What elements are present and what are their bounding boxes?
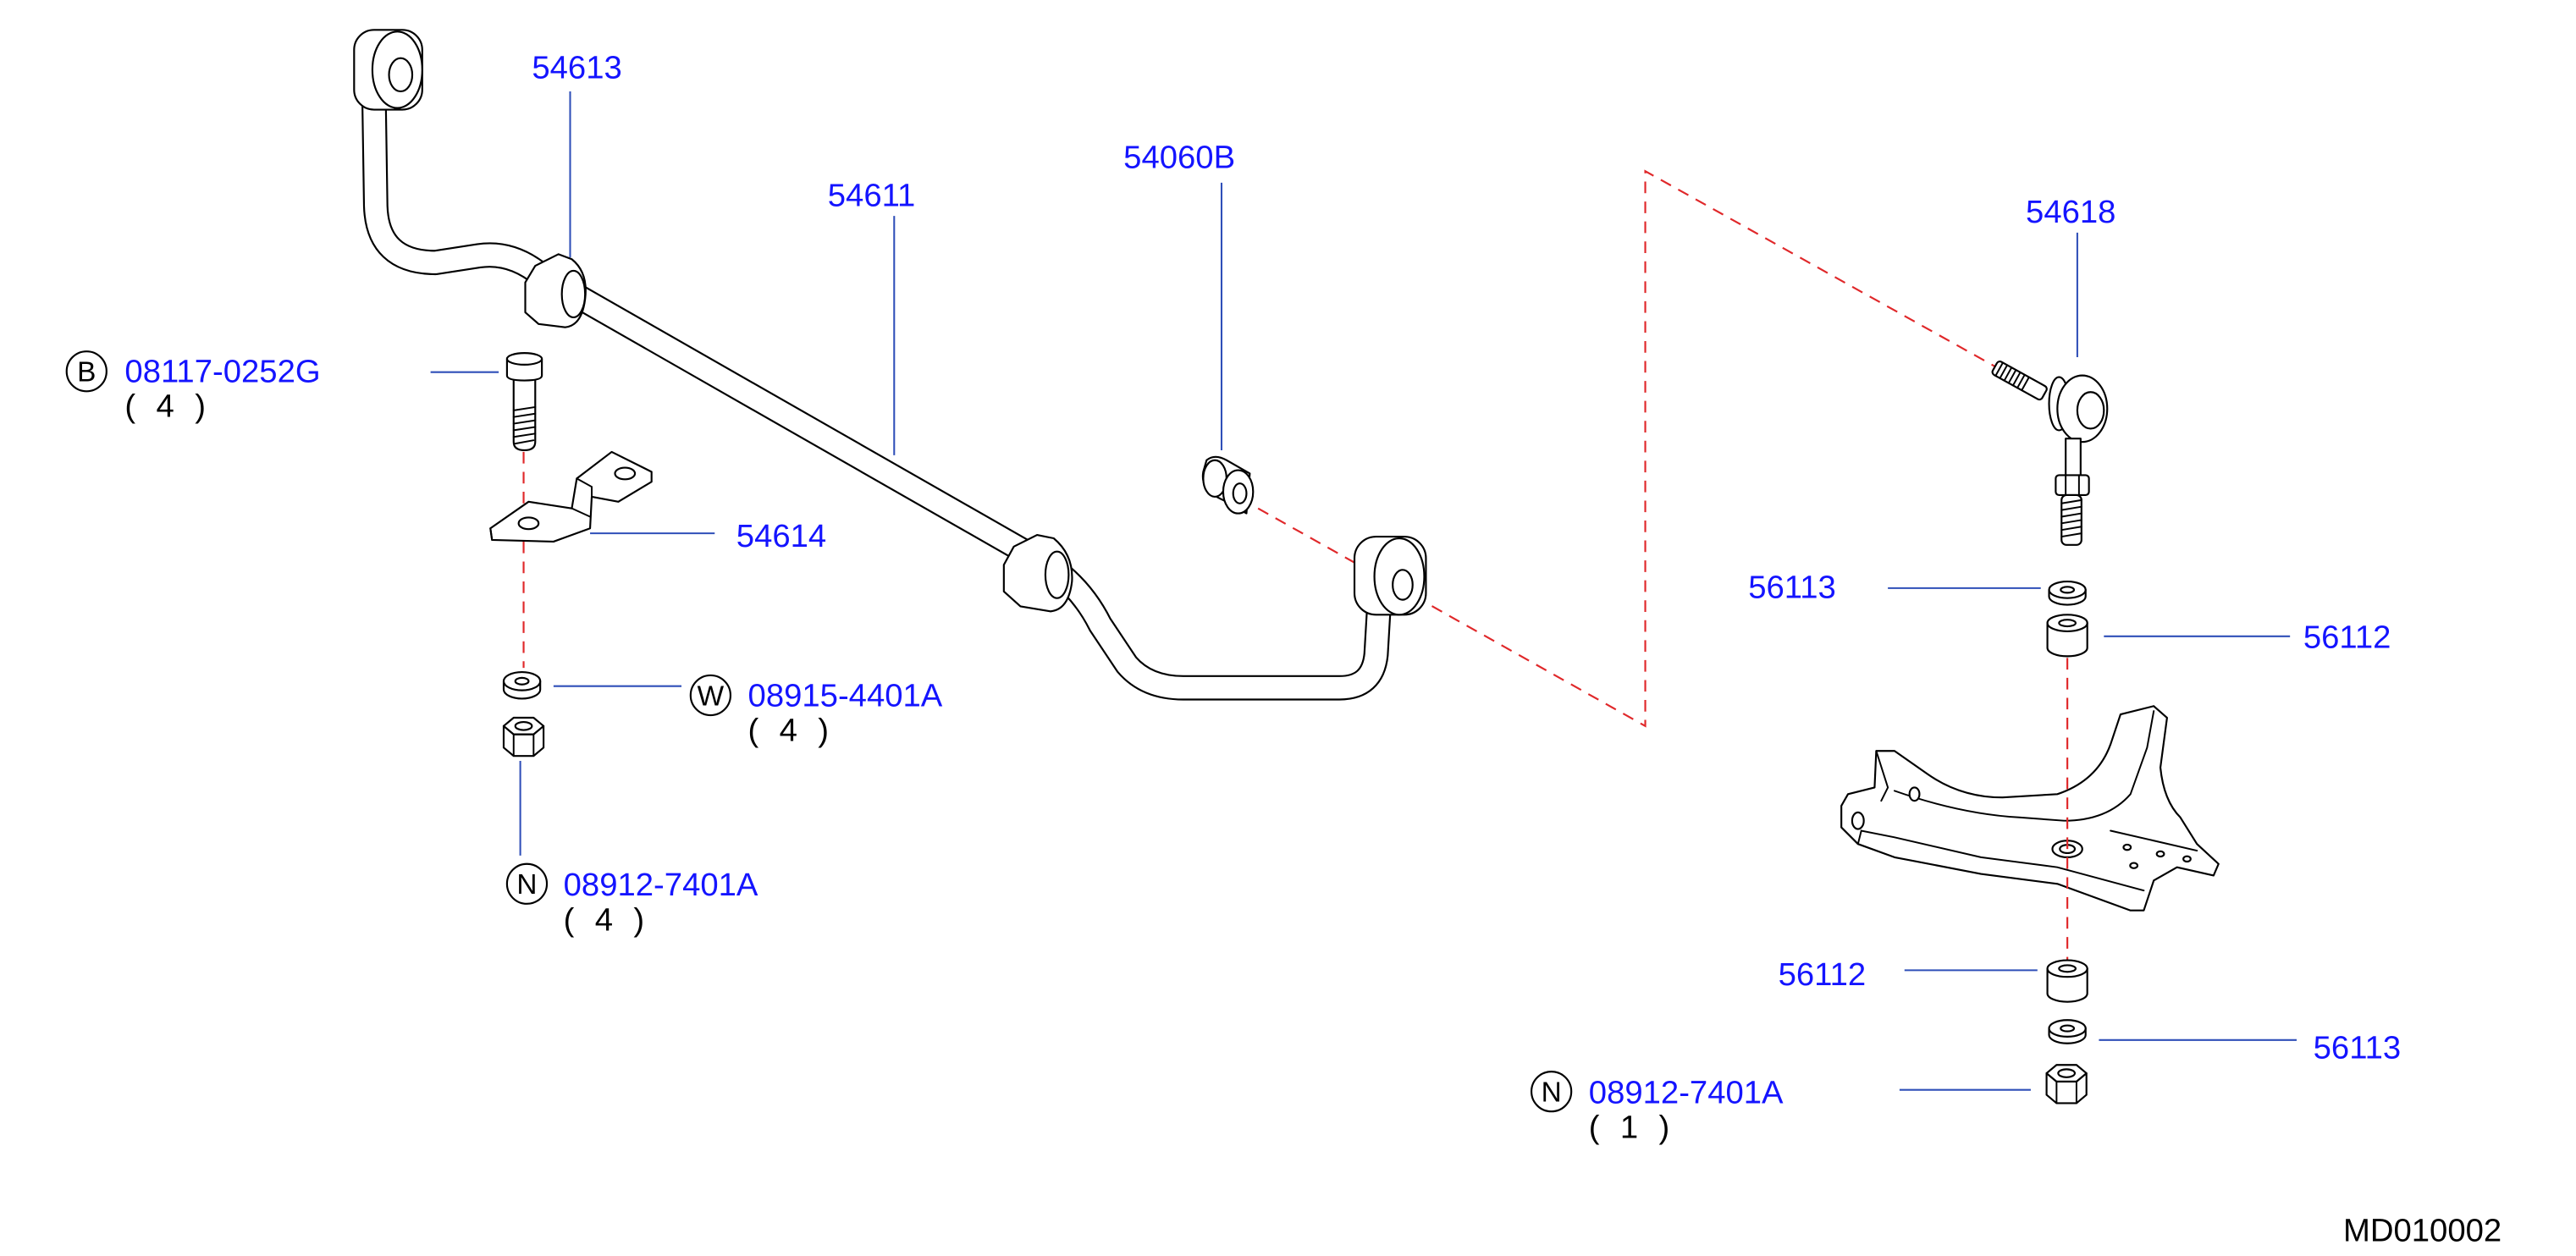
bolt <box>505 352 543 452</box>
washer-lower-hole <box>2060 1024 2076 1033</box>
callout-54060b[interactable]: 54060B <box>1123 139 1235 175</box>
callout-washer[interactable]: 08915-4401A <box>748 677 943 713</box>
washer-left-hole <box>514 676 530 686</box>
bracket-hole-lower <box>517 516 540 531</box>
left-eye-hole <box>388 57 414 93</box>
callout-54614[interactable]: 54614 <box>736 518 826 554</box>
symbol-w-circle <box>689 674 732 717</box>
callout-nut-lower[interactable]: 08912-7401A <box>1589 1074 1784 1110</box>
bushing-56112-lower <box>2046 959 2088 1003</box>
bushing-upper-body <box>2046 622 2088 658</box>
bushing-lower-body <box>2046 967 2088 1003</box>
nut-lower-edges <box>2055 1080 2077 1105</box>
symbol-w-letter: W <box>698 680 725 712</box>
lower-arm-tab-bend <box>1875 750 1889 802</box>
nut-left-edges <box>512 733 535 757</box>
bar-bushing-right <box>1002 533 1073 613</box>
callout-nut-lower-qty: ( 1 ) <box>1589 1110 1670 1146</box>
link-upper-stud <box>1991 361 2048 401</box>
washer-left <box>502 670 542 700</box>
callout-nut-left-qty: ( 4 ) <box>564 901 645 938</box>
link-hex-collar-edges <box>2065 474 2080 496</box>
bracket-hole-upper <box>614 466 637 481</box>
bushing-56112-upper <box>2046 614 2088 658</box>
callout-56112-upper[interactable]: 56112 <box>2303 620 2391 656</box>
link-bushing-54060b <box>1201 455 1255 515</box>
washer-56113-lower <box>2048 1019 2087 1044</box>
nut-left-hole <box>514 721 533 731</box>
lower-arm-flange-hole-2 <box>2155 850 2165 858</box>
lower-arm-flange-hole-3 <box>2182 855 2192 863</box>
bushing-lower-hole <box>2058 964 2077 973</box>
lower-arm-flange-hole-4 <box>2129 862 2139 869</box>
callout-bolt-qty: ( 4 ) <box>124 388 206 425</box>
lower-arm-bottom-rim <box>1856 829 2145 892</box>
lower-control-arm <box>1840 705 2220 912</box>
symbol-n-circle-lower <box>1530 1071 1573 1113</box>
callout-54618[interactable]: 54618 <box>2026 194 2115 230</box>
guide-line-link-route <box>1257 169 2000 728</box>
washer-upper-hole <box>2060 586 2076 594</box>
lower-arm-flange-edge <box>2110 829 2198 852</box>
callout-bolt[interactable]: 08117-0252G <box>124 353 320 389</box>
bar-bushing-right-face <box>1044 550 1070 599</box>
symbol-n-circle-left <box>505 862 549 905</box>
symbol-n-letter-left: N <box>516 869 537 901</box>
assembly-guide-lines <box>522 169 2000 728</box>
nut-left <box>502 716 545 757</box>
callout-54613[interactable]: 54613 <box>532 49 621 85</box>
bolt-thread <box>512 405 537 445</box>
stabilizer-bar-right-eye <box>1353 535 1427 616</box>
bar-bushing-left-face <box>560 269 587 319</box>
lower-arm-hole-left <box>1851 811 1865 830</box>
lower-arm-body <box>1840 705 2220 912</box>
link-hex-collar <box>2055 474 2090 497</box>
lower-arm-hole-tab <box>1908 786 1921 802</box>
callout-labels: 54613 54611 54060B 54618 B 08117-0252G (… <box>65 49 2402 1146</box>
callout-56113-upper[interactable]: 56113 <box>1748 570 1836 606</box>
callout-56113-lower[interactable]: 56113 <box>2314 1029 2402 1066</box>
bushing-upper-hole <box>2058 619 2077 628</box>
diagram-id: MD010002 <box>2343 1212 2502 1248</box>
link-rod <box>2065 438 2082 480</box>
link-bushing-hole <box>1232 482 1248 504</box>
stabilizer-bar-left-eye <box>353 29 423 111</box>
lower-arm-flange-hole-1 <box>2122 843 2132 851</box>
callout-washer-qty: ( 4 ) <box>748 712 830 748</box>
link-lower-stud-thread <box>2060 499 2082 538</box>
bracket-bend-lines <box>489 477 593 541</box>
bar-bushing-left <box>524 253 587 328</box>
lower-arm-top-rim <box>1894 710 2155 822</box>
leader-lines <box>430 91 2297 1091</box>
washer-56113-upper <box>2048 580 2087 606</box>
callout-54611[interactable]: 54611 <box>828 177 916 213</box>
link-upper-stud-body <box>1991 361 2048 401</box>
right-eye-hole <box>1392 569 1414 601</box>
callout-nut-left[interactable]: 08912-7401A <box>564 867 758 903</box>
bolt-head-top <box>505 352 543 366</box>
symbol-b-circle <box>65 350 108 393</box>
stabilizer-link <box>1991 361 2109 546</box>
symbol-b-letter: B <box>77 357 96 388</box>
bushing-clamp-bracket <box>489 450 653 543</box>
link-upper-stud-thread <box>1994 361 2030 392</box>
callout-56112-lower[interactable]: 56112 <box>1779 956 1867 993</box>
symbol-n-letter-lower: N <box>1542 1077 1562 1108</box>
nut-lower-hole <box>2057 1068 2077 1078</box>
nut-lower <box>2045 1064 2088 1105</box>
link-ball-cap <box>2076 391 2105 430</box>
